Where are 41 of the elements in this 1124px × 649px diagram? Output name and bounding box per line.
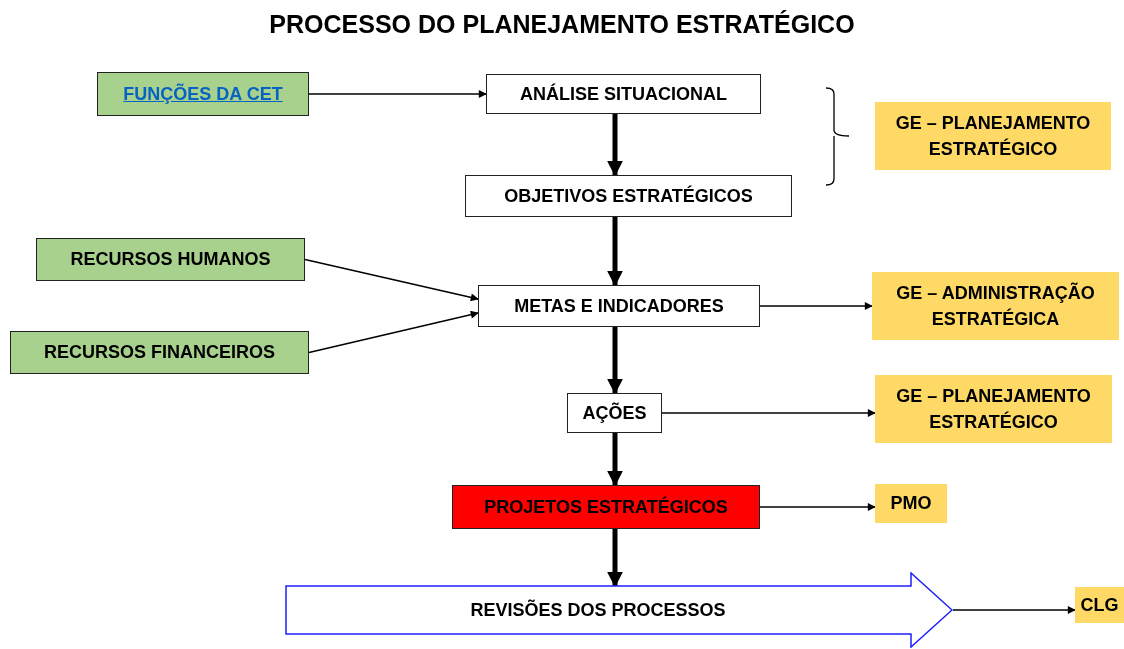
arrow bbox=[308, 310, 479, 354]
arrow bbox=[952, 606, 1076, 614]
box-label: RECURSOS FINANCEIROS bbox=[44, 341, 275, 365]
arrow bbox=[661, 409, 876, 417]
process-box bbox=[486, 74, 761, 114]
highlight-box bbox=[452, 485, 760, 529]
box-label: ANÁLISE SITUACIONAL bbox=[520, 82, 727, 106]
box-label: CLG bbox=[1080, 593, 1119, 617]
box-label: RECURSOS HUMANOS bbox=[70, 248, 271, 272]
arrow bbox=[607, 217, 623, 287]
arrow bbox=[308, 90, 487, 98]
role-box bbox=[875, 102, 1111, 170]
arrow bbox=[607, 529, 623, 588]
box-label: PROJETOS ESTRATÉGICOS bbox=[484, 495, 728, 519]
process-box bbox=[567, 393, 662, 433]
arrow bbox=[759, 302, 873, 310]
process-box bbox=[10, 331, 309, 374]
box-label: GE – ADMINISTRAÇÃO ESTRATÉGICA bbox=[895, 281, 1096, 331]
box-label: GE – PLANEJAMENTO ESTRATÉGICO bbox=[894, 111, 1092, 161]
box-label: GE – PLANEJAMENTO ESTRATÉGICO bbox=[895, 384, 1092, 434]
arrow bbox=[759, 503, 876, 511]
role-box bbox=[1075, 587, 1124, 623]
box-label: AÇÕES bbox=[582, 401, 647, 425]
role-box bbox=[872, 272, 1119, 340]
arrow bbox=[607, 327, 623, 395]
process-box bbox=[465, 175, 792, 217]
box-label: OBJETIVOS ESTRATÉGICOS bbox=[504, 184, 753, 208]
process-box bbox=[478, 285, 760, 327]
box-label: METAS E INDICADORES bbox=[514, 294, 724, 318]
process-box bbox=[36, 238, 305, 281]
box-label: REVISÕES DOS PROCESSOS bbox=[470, 598, 726, 622]
process-box bbox=[97, 72, 309, 116]
role-box bbox=[875, 375, 1112, 443]
diagram-title: PROCESSO DO PLANEJAMENTO ESTRATÉGICO bbox=[269, 10, 855, 39]
link-text: FUNÇÕES DA CET bbox=[123, 82, 283, 106]
arrow bbox=[607, 114, 623, 177]
role-box bbox=[875, 484, 947, 523]
box-label: PMO bbox=[890, 492, 932, 516]
arrow bbox=[607, 433, 623, 487]
block-arrow bbox=[285, 572, 953, 648]
arrow bbox=[304, 258, 479, 302]
